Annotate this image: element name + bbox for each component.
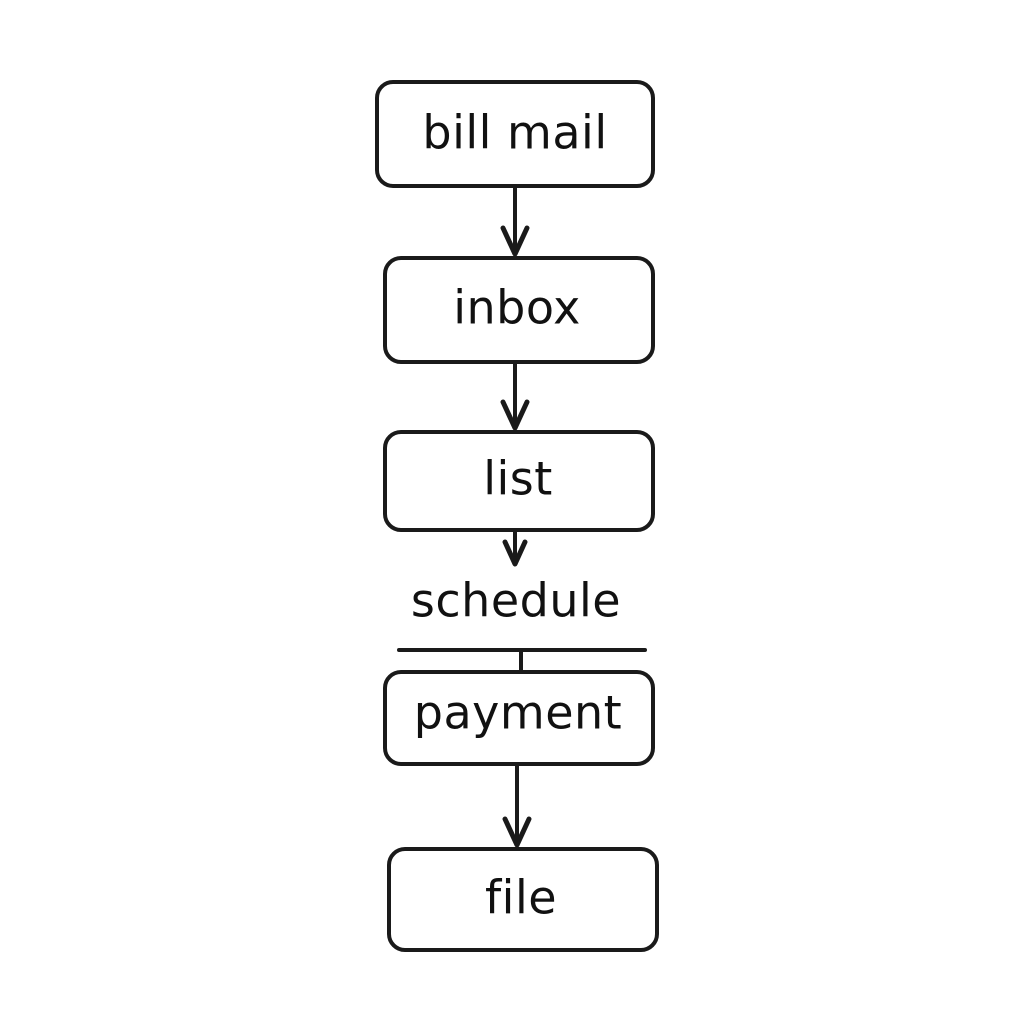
node-payment[interactable]: payment [383,670,655,766]
arrowhead-icon [502,539,528,567]
node-box[interactable] [383,256,655,364]
arrowhead-icon [502,816,532,848]
edge-list-to-schedule [502,528,528,567]
node-bill-mail[interactable]: bill mail [375,80,655,188]
edge-group [500,184,532,848]
arrowhead-icon [500,225,530,257]
node-label-list: list [483,452,553,506]
node-box[interactable] [383,670,655,766]
node-box[interactable] [375,80,655,188]
node-label-payment: payment [414,686,622,740]
edge-bill-mail-to-inbox [500,184,530,257]
arrowhead-icon [500,399,530,431]
edge-payment-to-file [502,762,532,848]
node-box[interactable] [383,430,655,532]
node-label-inbox: inbox [453,281,581,335]
node-file[interactable]: file [387,847,659,952]
node-box[interactable] [387,847,659,952]
node-group: bill mail inbox list schedule payment [375,80,659,952]
node-label-file: file [485,871,557,925]
node-inbox[interactable]: inbox [383,256,655,364]
node-label-schedule: schedule [411,574,621,628]
node-label-bill-mail: bill mail [422,106,607,160]
edge-inbox-to-list [500,360,530,431]
node-schedule[interactable]: schedule [397,574,647,652]
node-list[interactable]: list [383,430,655,532]
